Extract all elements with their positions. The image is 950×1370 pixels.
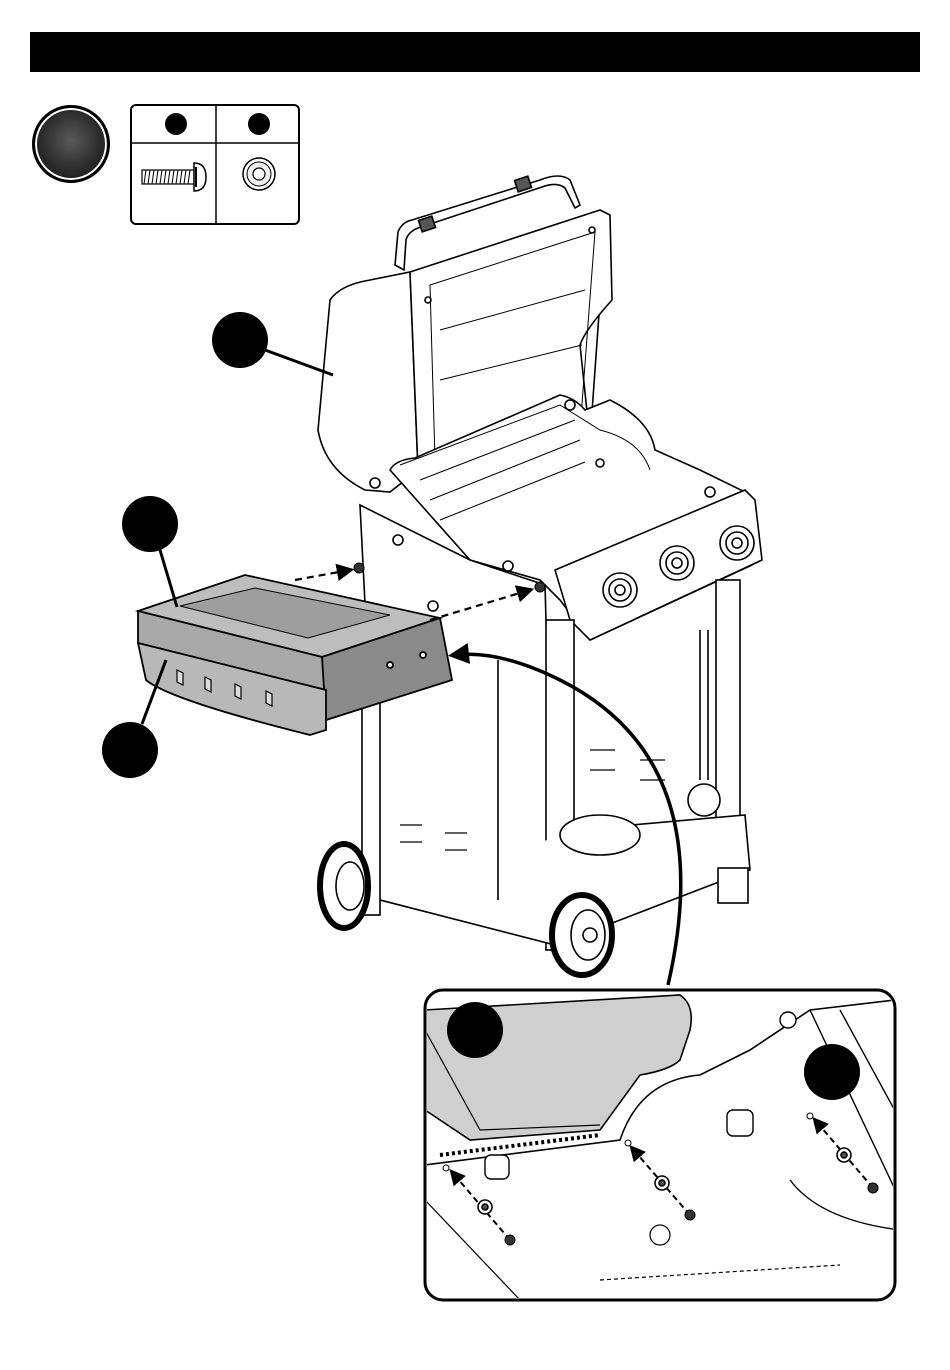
detail-inset [425,990,900,1300]
wheel-left [320,844,368,928]
callout-side-shelf-top [122,496,178,607]
bolt-hole-left [354,563,364,573]
knob-3 [720,526,754,560]
knob-1 [603,573,637,607]
bolt-hole-right [535,582,545,592]
wheel-right [552,895,612,975]
callout-lid [212,312,333,375]
callout-detail-shelf [447,1002,503,1058]
knob-2 [660,546,694,580]
callout-detail-frame [804,1044,860,1100]
